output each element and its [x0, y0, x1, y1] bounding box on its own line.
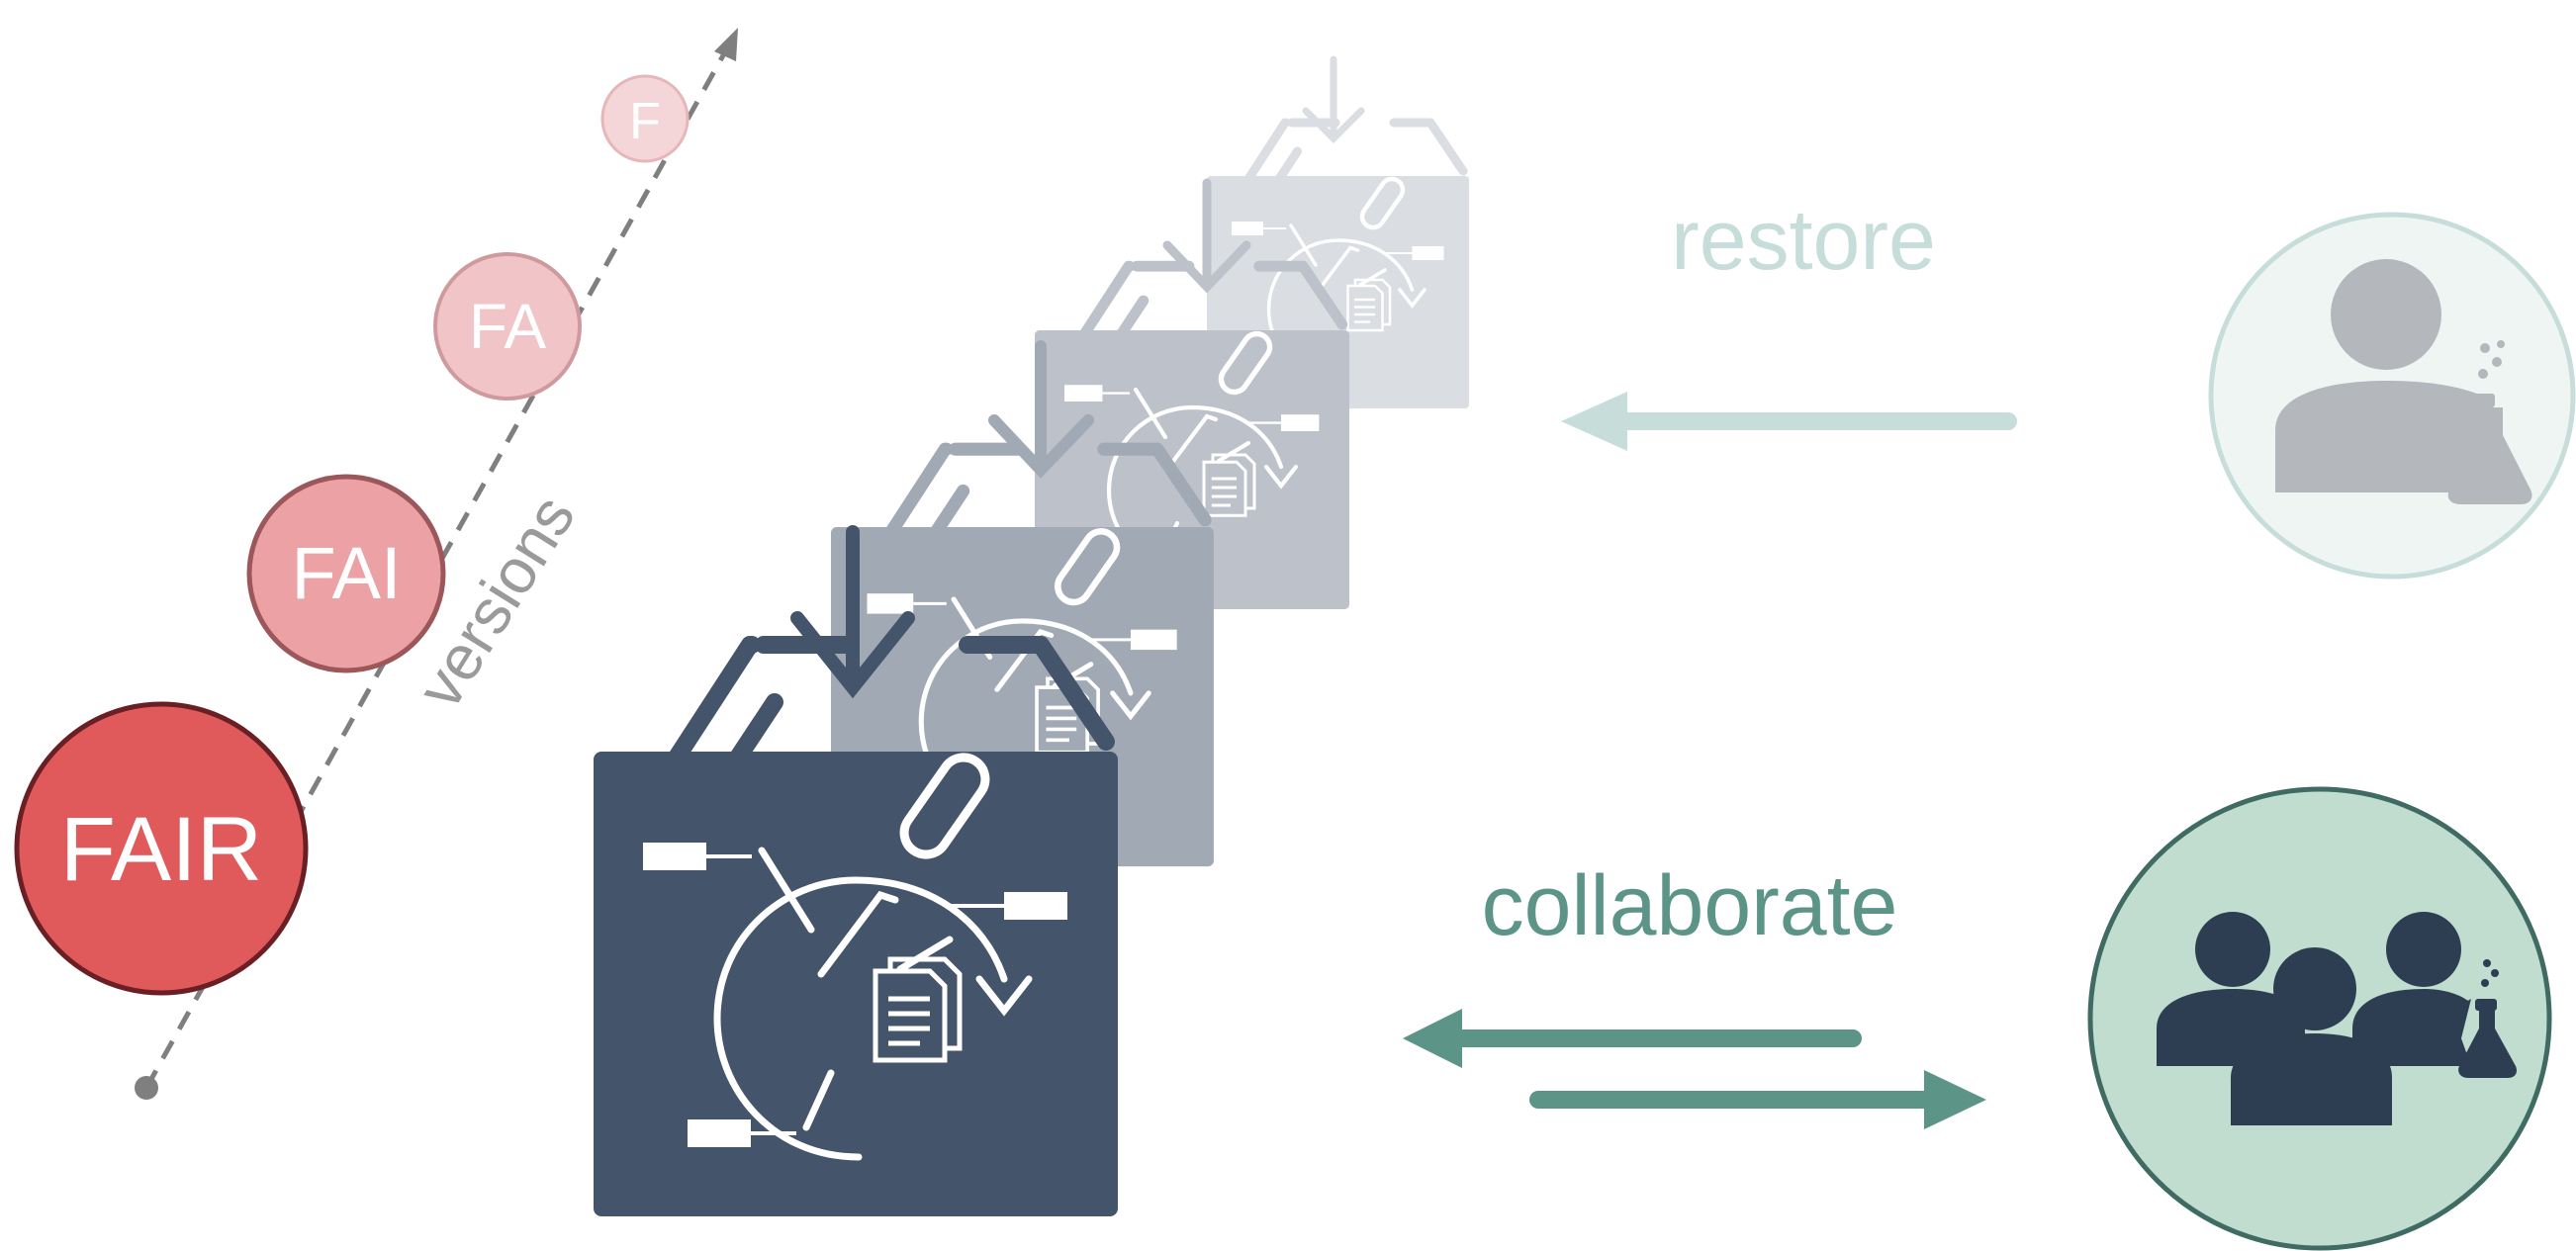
- single-researcher: [2208, 212, 2576, 580]
- restore-arrow-icon: [1561, 392, 2017, 451]
- team-people-icon: [2157, 912, 2471, 1125]
- fair-level-fai: FAI: [246, 474, 446, 673]
- deposit-arrow-2-icon: [988, 340, 1094, 479]
- research-object-version-3: [1035, 178, 1349, 609]
- deposit-arrow-1-icon: [790, 525, 915, 699]
- flask-icon: [2447, 340, 2532, 504]
- collaborate-label: collaborate: [1482, 858, 1898, 953]
- research-object-version-1: [594, 525, 1118, 1216]
- fair-level-fair-label: FAIR: [60, 799, 262, 900]
- fair-level-f: F: [600, 74, 690, 163]
- fair-level-f-label: F: [629, 93, 661, 150]
- versions-timeline: [135, 28, 738, 1100]
- collaborate-arrow-right-icon: [1529, 1070, 1986, 1129]
- deposit-arrow-4-icon: [1302, 55, 1365, 143]
- collaborate-arrow-left-icon: [1403, 1009, 1862, 1068]
- research-object-version-4: [1207, 55, 1469, 408]
- timeline-start-dot-icon: [135, 1076, 158, 1100]
- research-team: [2087, 786, 2552, 1251]
- restore-label: restore: [1671, 193, 1936, 288]
- researcher-person-icon: [2275, 259, 2493, 492]
- research-object-version-2: [831, 340, 1214, 866]
- fair-level-fai-label: FAI: [291, 532, 401, 614]
- deposit-arrow-3-icon: [1162, 178, 1251, 294]
- fair-level-fair: FAIR: [14, 701, 309, 996]
- timeline-arrowhead-icon: [714, 28, 738, 61]
- fair-level-fa: FA: [433, 252, 582, 401]
- team-flask-icon: [2458, 959, 2518, 1078]
- fair-level-fa-label: FA: [469, 291, 547, 362]
